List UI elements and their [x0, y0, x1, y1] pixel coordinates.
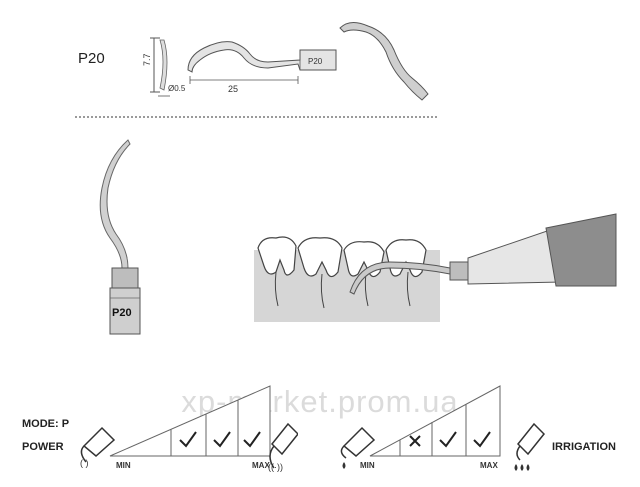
tip-marking: P20 — [308, 57, 323, 66]
length-dimension: 25 — [228, 84, 238, 94]
handpiece-icon — [82, 426, 116, 457]
irrigation-label: IRRIGATION — [552, 441, 616, 453]
tooth — [297, 237, 343, 278]
drop-icon — [526, 464, 530, 471]
drop-icon — [342, 462, 346, 469]
diameter-dimension: Ø0.5 — [168, 84, 186, 93]
check-icon — [213, 431, 231, 448]
scale-triangle — [109, 385, 271, 457]
height-dimension: 7.7 — [142, 53, 152, 66]
cross-icon — [409, 435, 421, 447]
tip-label: P20 — [112, 307, 132, 319]
power-min-label: MIN — [116, 461, 131, 470]
tip-technical-drawing: 7.7 Ø0.5 P20 25 — [142, 22, 429, 101]
check-icon — [179, 431, 197, 448]
check-icon — [243, 431, 261, 448]
tip-illustration: P20 — [99, 139, 141, 335]
handpiece-icon — [342, 426, 376, 457]
power-scale: ( ) MIN MAX ((·)) — [80, 385, 298, 472]
tooth — [257, 236, 297, 276]
handpiece-icon — [516, 422, 546, 456]
power-max-label: MAX — [252, 461, 270, 470]
check-icon — [473, 431, 491, 448]
handpiece-vibrating-icon — [270, 422, 298, 456]
irrigation-min-label: MIN — [360, 461, 375, 470]
drop-icon — [514, 464, 518, 471]
mode-label: MODE: P — [22, 418, 70, 430]
check-icon — [439, 431, 457, 448]
svg-text:((·)): ((·)) — [268, 462, 283, 472]
tip-side-view — [159, 39, 168, 91]
drop-icon — [520, 464, 524, 471]
irrigation-scale: MIN MAX — [340, 385, 546, 471]
svg-text:( ): ( ) — [80, 458, 89, 468]
power-label: POWER — [22, 441, 64, 453]
clinical-illustration — [254, 213, 617, 322]
irrigation-max-label: MAX — [480, 461, 498, 470]
handpiece-grip — [545, 213, 617, 287]
tip-front-view — [187, 41, 337, 73]
scale-triangle — [369, 385, 501, 457]
section-divider — [75, 116, 437, 118]
model-title: P20 — [78, 50, 105, 67]
tip-perspective-image — [339, 22, 429, 101]
